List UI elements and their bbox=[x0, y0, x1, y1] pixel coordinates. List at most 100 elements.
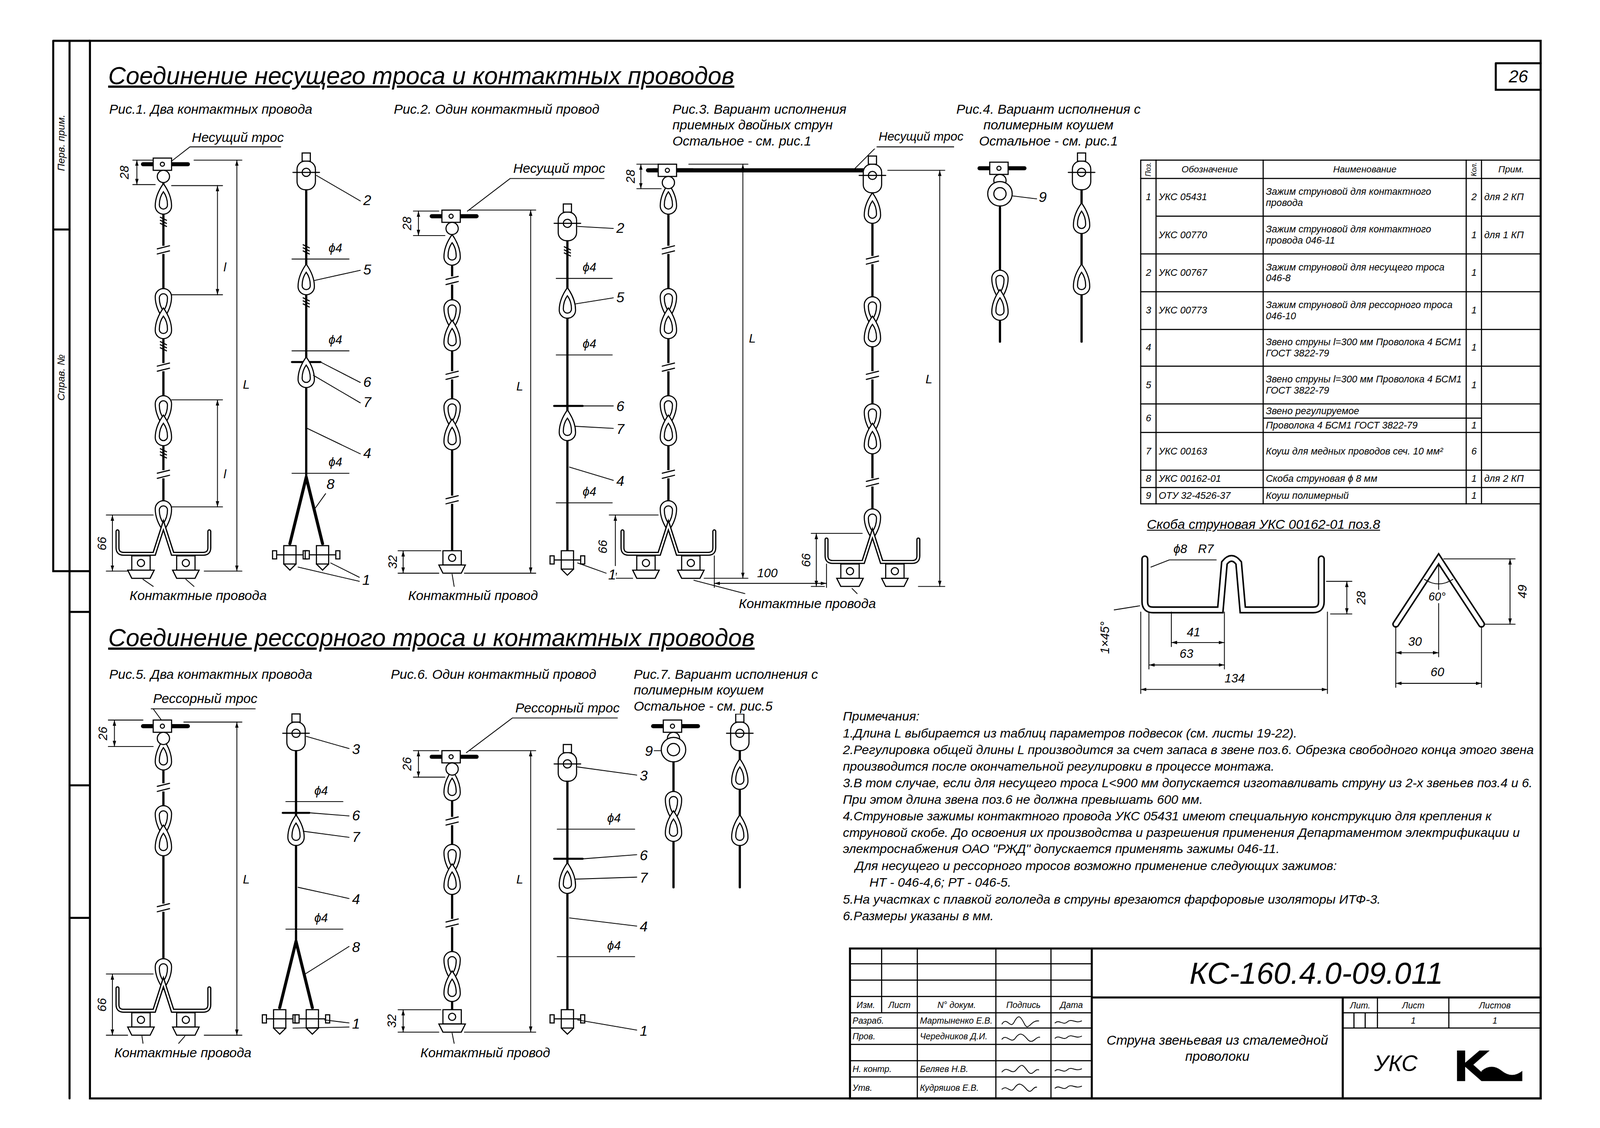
callout-number: 6 bbox=[363, 373, 372, 391]
callout-number: 1 bbox=[362, 571, 371, 589]
staple-detail bbox=[1140, 689, 1328, 691]
label-text: L bbox=[242, 872, 250, 888]
label-text: ϕ4 bbox=[606, 938, 621, 954]
fig2-front-string bbox=[443, 419, 461, 450]
fig6-dimensions bbox=[530, 750, 532, 1033]
fig2-front-string bbox=[431, 210, 477, 574]
table-cell: 1 bbox=[1466, 470, 1482, 488]
label-text: 134 bbox=[1224, 671, 1246, 687]
fig5-dimensions bbox=[114, 720, 116, 747]
designation-cell: КС-160.4.0-09.011 bbox=[1092, 949, 1541, 998]
fig2-dimensions bbox=[556, 278, 613, 504]
table-cell: Звено регулируемое bbox=[1263, 404, 1467, 419]
fig3-dimensions bbox=[939, 170, 941, 587]
fig7-polymer-thimble bbox=[731, 815, 748, 846]
dimension-text: 28 bbox=[623, 169, 638, 184]
fig4-polymer-thimble bbox=[1073, 264, 1090, 295]
callout-number: 9 bbox=[645, 742, 654, 760]
table-cell: Кудряшов Е.В. bbox=[917, 1077, 996, 1100]
title-block bbox=[850, 948, 1541, 1099]
table-cell: ОТУ 32-4526-37 bbox=[1156, 487, 1264, 504]
fig4-polymer-thimble bbox=[1073, 202, 1090, 234]
label-text: ϕ4 bbox=[606, 811, 621, 826]
specification-table bbox=[1140, 160, 1541, 505]
fig2-side-string bbox=[566, 234, 569, 551]
dimension-text: 32 bbox=[385, 555, 401, 569]
dimension-text: 28 bbox=[117, 165, 133, 180]
table-cell: для 2 КП bbox=[1481, 470, 1541, 488]
label-text: Рис.1. Два контактных провода bbox=[109, 101, 313, 118]
fig6-side-string bbox=[566, 781, 569, 1011]
fig1-front-string bbox=[160, 448, 167, 458]
callout-number: 3 bbox=[352, 740, 361, 758]
note-text: Для несущего и рессорного тросов возможн… bbox=[855, 857, 1537, 874]
label-text: ϕ4 bbox=[582, 336, 597, 352]
note-text: Примечания: bbox=[843, 708, 1537, 725]
label-text: L bbox=[748, 331, 756, 347]
table-cell: Дата bbox=[1050, 997, 1092, 1014]
fig5-front-string bbox=[142, 720, 188, 745]
fig2-side-string bbox=[554, 204, 581, 241]
fig6-front-string bbox=[431, 750, 477, 1033]
fig1-front-string bbox=[157, 245, 170, 254]
fig1-dimensions bbox=[106, 160, 242, 572]
table-cell: 5 bbox=[1140, 366, 1157, 405]
table-cell: Зажим струновой для контактного провода bbox=[1263, 178, 1467, 217]
fig2-side-string bbox=[559, 410, 576, 441]
dimension-text: Справ. № bbox=[55, 354, 68, 401]
label-text: Контактные провода bbox=[129, 587, 267, 604]
label-text: 100 bbox=[756, 566, 778, 581]
table-cell: Н. контр. bbox=[850, 1061, 918, 1078]
staple-detail bbox=[1395, 652, 1439, 654]
fig5-front-string bbox=[162, 739, 165, 985]
table-cell: Подпись bbox=[995, 997, 1051, 1014]
label-text: Рис.7. Вариант исполнения с полимерным к… bbox=[633, 666, 823, 715]
table-cell: Прим. bbox=[1481, 160, 1541, 179]
table-cell: N° докум. bbox=[917, 997, 996, 1014]
drawing-frame bbox=[90, 40, 1541, 1099]
fig2-dimensions bbox=[398, 178, 614, 587]
table-cell: 1 bbox=[1466, 418, 1482, 433]
fig6-dimensions bbox=[417, 750, 419, 778]
fig2-side-string bbox=[550, 204, 585, 576]
label-text: ϕ4 bbox=[314, 783, 328, 799]
fig1-dimensions bbox=[236, 160, 238, 572]
label-text: Рис.5. Два контактных провода bbox=[109, 666, 313, 683]
dimension-text: Кол. bbox=[1469, 162, 1479, 177]
fig6-front-string bbox=[438, 1010, 466, 1033]
fig1-front-string bbox=[157, 470, 170, 479]
staple-detail bbox=[1171, 642, 1225, 644]
fig6-side-string bbox=[550, 744, 585, 1035]
fig1-side-string bbox=[297, 356, 314, 388]
fig1-side-string bbox=[272, 546, 307, 571]
name-cell: Струна звеньевая из сталемедной проволок… bbox=[1092, 997, 1343, 1100]
label-text: ϕ4 bbox=[582, 260, 597, 276]
fig6-front-string bbox=[446, 817, 459, 826]
dimension-text: 66 bbox=[94, 998, 110, 1012]
fig4-polymer-thimble bbox=[993, 187, 1007, 200]
table-cell: 1 bbox=[1466, 329, 1482, 367]
fig2-side-string bbox=[559, 287, 576, 319]
table-cell: 9 bbox=[1140, 487, 1157, 504]
callout-number: 4 bbox=[616, 472, 625, 490]
fig3-double-strings bbox=[866, 371, 879, 380]
label-text: Рис.6. Один контактный провод bbox=[390, 666, 597, 683]
callout-number: 2 bbox=[616, 219, 625, 237]
fig3-double-strings bbox=[866, 478, 879, 487]
table-cell: Лит. bbox=[1342, 997, 1378, 1014]
label-text: Контактный провод bbox=[408, 587, 538, 604]
node-text: 26 bbox=[1505, 66, 1531, 87]
label-text: Контактные провода bbox=[114, 1045, 252, 1062]
fig5-front-string bbox=[117, 720, 210, 1036]
dimension-text: 26 bbox=[400, 757, 415, 771]
fig7-polymer-thimble bbox=[665, 811, 682, 842]
title-block bbox=[1091, 948, 1541, 1099]
fig5-front-string bbox=[157, 903, 170, 912]
callout-number: 9 bbox=[1038, 188, 1047, 206]
fig1-dimensions bbox=[142, 146, 361, 587]
dimension-text: Перв. прим. bbox=[55, 114, 68, 172]
fig2-front-string bbox=[446, 495, 459, 504]
fig4-polymer-thimble bbox=[991, 289, 1008, 321]
callout-number: 7 bbox=[616, 420, 625, 438]
fig1-side-string bbox=[305, 183, 308, 480]
